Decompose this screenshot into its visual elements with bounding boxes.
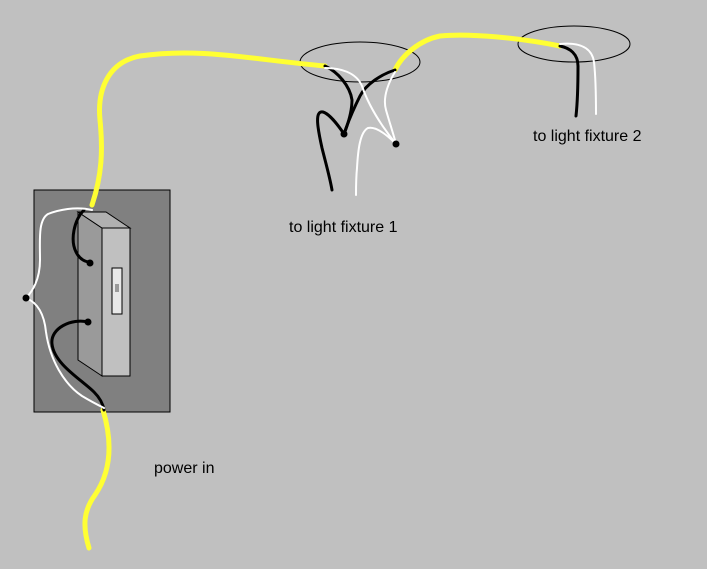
label-power-in: power in — [154, 460, 214, 477]
cable-power-in — [82, 407, 112, 551]
cable-switch-to-fixture-1 — [89, 50, 328, 208]
label-fixture-2: to light fixture 2 — [533, 128, 642, 145]
light-switch-icon — [76, 211, 132, 377]
fixture-1-black-lead — [316, 110, 346, 192]
white-wire-lower — [25, 297, 105, 409]
fixture-2-black-lead — [558, 44, 580, 118]
white-wire-upper — [25, 207, 93, 299]
fixture-2-box — [517, 25, 631, 63]
fixture-1-black-out — [342, 68, 397, 136]
fixture-2-white-lead — [559, 42, 597, 115]
black-wire-bottom — [50, 319, 106, 412]
fixture-1-white-in — [324, 67, 397, 145]
black-wire-top — [71, 208, 92, 264]
wire-nut-icon — [340, 130, 348, 138]
fixture-1-white-lead — [355, 126, 397, 196]
wire-nut-icon — [22, 294, 30, 302]
wire-nut-icon — [84, 318, 92, 326]
label-fixture-1: to light fixture 1 — [289, 219, 398, 236]
wire-nut-icon — [392, 140, 400, 148]
wire-nut-icon — [86, 259, 94, 267]
switch-box — [33, 189, 171, 413]
fixture-1-white-out — [384, 71, 397, 145]
cable-fixture-1-to-fixture-2 — [392, 32, 563, 73]
